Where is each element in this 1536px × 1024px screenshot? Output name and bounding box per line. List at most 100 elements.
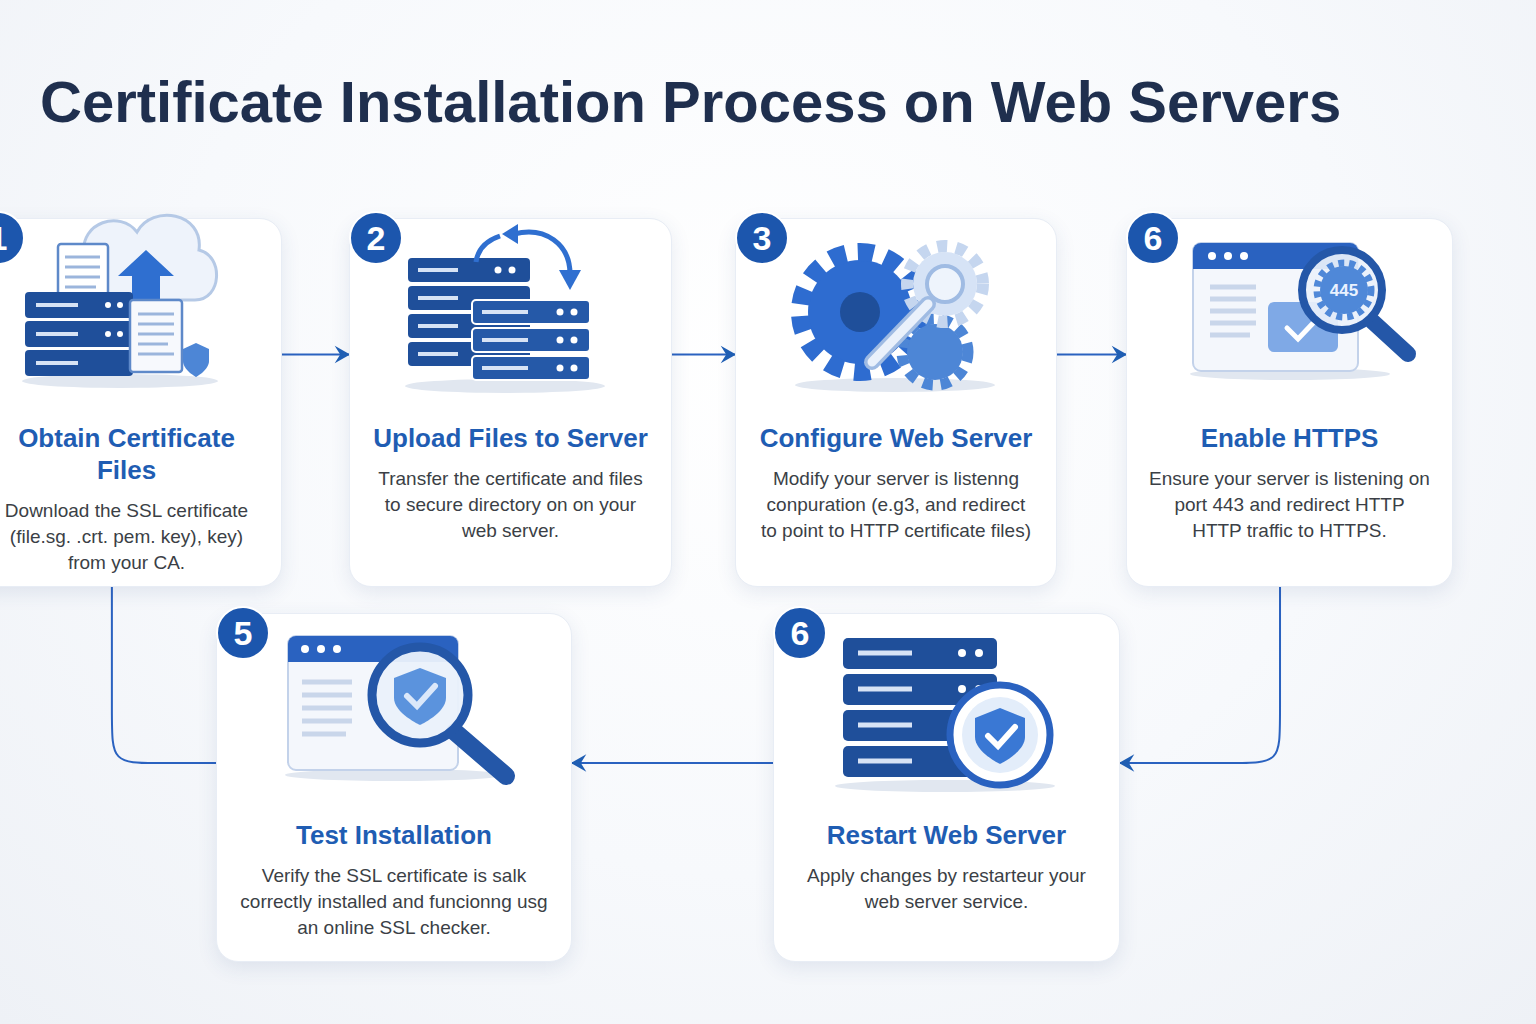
magnifier-lens	[1302, 250, 1382, 330]
browser-dot	[1240, 252, 1248, 260]
server-unit	[408, 342, 530, 366]
server-unit	[25, 350, 133, 376]
check-mark	[407, 686, 435, 706]
document-icon	[130, 300, 182, 372]
icon-shadow	[795, 378, 995, 392]
server-unit	[472, 328, 590, 352]
server-unit	[472, 356, 590, 380]
shield-badge-inner	[962, 697, 1038, 773]
gear-body	[907, 324, 963, 380]
browser-dot	[1224, 252, 1232, 260]
step-description: Apply changes by restarteur your web ser…	[774, 863, 1119, 915]
icon-shadow	[1190, 368, 1390, 380]
step-number: 2	[349, 211, 403, 265]
check-mark	[988, 727, 1015, 746]
transfer-arrow-head	[502, 224, 518, 244]
gear-teeth	[907, 246, 983, 322]
icon-shadow	[285, 769, 505, 781]
step-number: 6	[1126, 211, 1180, 265]
server-unit	[843, 674, 997, 705]
server-led	[958, 649, 966, 657]
configure-icon	[795, 246, 995, 392]
browser-bar	[1193, 243, 1358, 269]
icon-shadow	[22, 374, 218, 388]
transfer-arrow	[476, 236, 500, 262]
page-title: Certificate Installation Process on Web …	[40, 73, 1341, 131]
document-lines	[138, 314, 174, 354]
step-title: Upload Files to Server	[350, 422, 671, 454]
document-lines	[65, 257, 100, 297]
process-box: 1Obtain Certificate FilesDownload the SS…	[0, 218, 282, 587]
step-title: Enable HTTPS	[1127, 422, 1452, 454]
gear-body	[808, 260, 912, 364]
wrench-handle	[872, 304, 928, 362]
badge-seal-edge	[1317, 263, 1371, 317]
server-unit	[843, 746, 997, 777]
browser-dot	[1208, 252, 1216, 260]
obtain-icon	[22, 215, 218, 388]
icon-shadow	[405, 379, 605, 393]
transfer-arrow	[514, 232, 570, 274]
magnifier-handle	[455, 732, 506, 776]
browser-dot	[333, 645, 341, 653]
shield-icon	[183, 343, 209, 377]
wrench-handle	[872, 304, 928, 362]
test-icon	[285, 636, 506, 781]
browser-bar	[288, 636, 458, 662]
step-description: Ensure your server is listening on port …	[1127, 466, 1452, 544]
server-led	[958, 685, 966, 693]
process-box: 3Configure Web ServerModify your server …	[735, 218, 1057, 587]
shield-icon	[394, 668, 446, 725]
server-led	[975, 649, 983, 657]
flow-connector	[112, 587, 216, 763]
server-bars	[418, 270, 458, 354]
browser-bar	[288, 650, 458, 662]
gear-teeth	[800, 252, 920, 372]
step-title: Test Installation	[217, 819, 571, 851]
magnifier-lens	[372, 647, 468, 743]
server-led	[495, 267, 502, 274]
step-number: 5	[216, 606, 270, 660]
gear-teeth	[902, 319, 968, 385]
gear-body	[913, 252, 977, 316]
server-unit	[843, 710, 997, 741]
step-description: Modify your server is listenng conpurati…	[736, 466, 1056, 544]
server-led	[557, 365, 564, 372]
icon-shadow	[835, 780, 1055, 792]
process-box: 2Upload Files to ServerTransfer the cert…	[349, 218, 672, 587]
process-box: 6Enable HTTPSEnsure your server is liste…	[1126, 218, 1453, 587]
flow-connector	[672, 354, 735, 356]
flow-connector	[1057, 354, 1126, 356]
server-led	[571, 309, 578, 316]
server-led	[975, 685, 983, 693]
server-led	[105, 331, 111, 337]
step-title: Obtain Certificate Files	[0, 422, 281, 486]
shield-badge	[950, 685, 1050, 785]
check-mark	[1287, 320, 1316, 339]
flow-connector	[282, 354, 349, 356]
step-description: Verify the SSL certificate is salk corre…	[217, 863, 571, 941]
transfer-arrow-head	[559, 270, 581, 290]
shield-icon	[975, 708, 1025, 764]
server-bars	[858, 653, 912, 761]
step-description: Download the SSL certificate (file.sg. .…	[0, 498, 281, 576]
step-description: Transfer the certificate and files to se…	[350, 466, 671, 544]
process-box: 5Test InstallationVerify the SSL certifi…	[216, 613, 572, 962]
flow-connector	[572, 762, 773, 764]
server-led	[117, 302, 123, 308]
page-lines	[1210, 287, 1256, 335]
browser-window	[288, 636, 458, 770]
step-number: 3	[735, 211, 789, 265]
server-unit	[25, 292, 133, 318]
document-icon	[58, 244, 108, 312]
server-led	[557, 337, 564, 344]
server-unit	[408, 286, 530, 310]
step-title: Restart Web Server	[774, 819, 1119, 851]
server-bars	[482, 312, 528, 368]
folder-icon	[1268, 302, 1338, 352]
server-bars	[36, 305, 78, 363]
gear-hub	[840, 292, 880, 332]
step-number: 1	[0, 211, 25, 265]
upload-arrow	[118, 250, 174, 302]
